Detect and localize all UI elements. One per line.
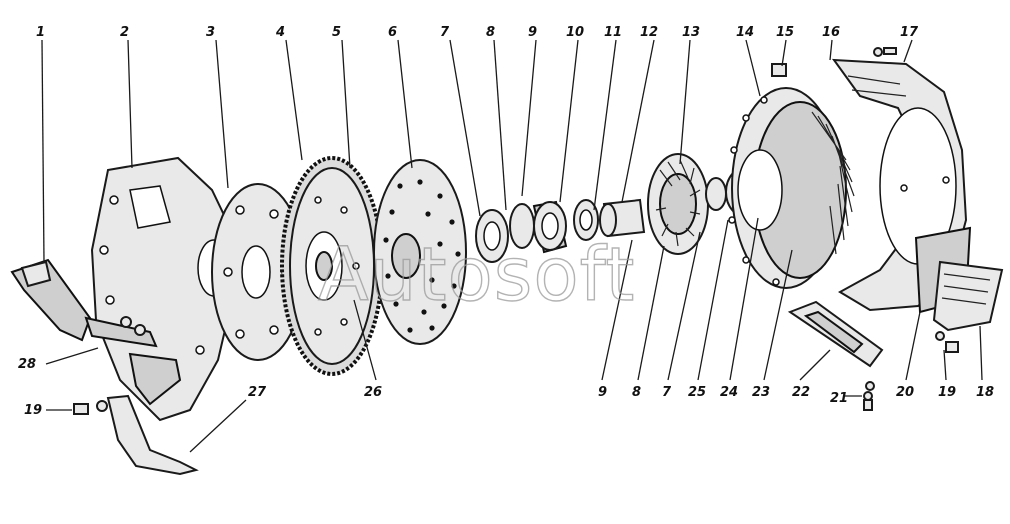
callout-21: 21 [830,391,848,406]
callout-19-left: 19 [24,403,42,418]
part-bearing-stack [475,198,646,263]
callout-17: 17 [900,25,919,40]
part-flywheel [280,156,384,376]
callout-10: 10 [566,25,584,40]
callout-27: 27 [248,385,267,400]
callout-15: 15 [776,25,794,40]
part-bolt-19-right [935,331,959,353]
part-plug-15 [771,63,787,77]
part-friction-disc [373,159,467,345]
callout-8: 8 [486,25,495,40]
part-bolt-19-left [73,400,108,415]
callout-25: 25 [688,385,706,400]
part-bracket [10,258,92,342]
callout-24: 24 [720,385,738,400]
part-bolts-28 [84,316,182,406]
callout-7: 7 [440,25,450,40]
callout-23: 23 [752,385,770,400]
callout-28: 28 [18,357,36,372]
part-pump-housing [728,87,855,289]
part-lower-cover [106,394,199,476]
part-turbine-wheel [647,153,709,255]
callout-4: 4 [275,25,285,40]
callouts-top: 1 2 3 4 5 6 7 8 9 10 11 12 13 14 15 16 1… [36,25,919,40]
callouts-bottom: 26 9 8 7 25 24 23 22 21 20 19 18 [364,385,994,406]
callouts-left: 28 19 27 [18,357,267,418]
callout-12: 12 [640,25,658,40]
leader-lines [41,39,983,453]
watermark-text: Autosoft [318,232,635,318]
callout-20: 20 [896,385,914,400]
callout-2: 2 [120,25,129,40]
callout-22: 22 [792,385,810,400]
callout-11: 11 [604,25,622,40]
callout-26: 26 [364,385,382,400]
part-gasket-22 [787,300,884,368]
callout-5: 5 [332,25,341,40]
callout-9: 9 [528,25,537,40]
callout-14: 14 [736,25,754,40]
part-side-cover [914,226,1004,332]
callout-6: 6 [388,25,397,40]
callout-1: 1 [36,25,45,40]
callout-8-bottom: 8 [632,385,641,400]
callout-16: 16 [822,25,840,40]
part-adapter-plate [211,183,305,361]
callout-18: 18 [976,385,994,400]
callout-13: 13 [682,25,700,40]
part-screws-21 [863,381,875,411]
callout-3: 3 [206,25,215,40]
callout-7-bottom: 7 [662,385,672,400]
callout-9-bottom: 9 [598,385,607,400]
callout-19-right: 19 [938,385,956,400]
